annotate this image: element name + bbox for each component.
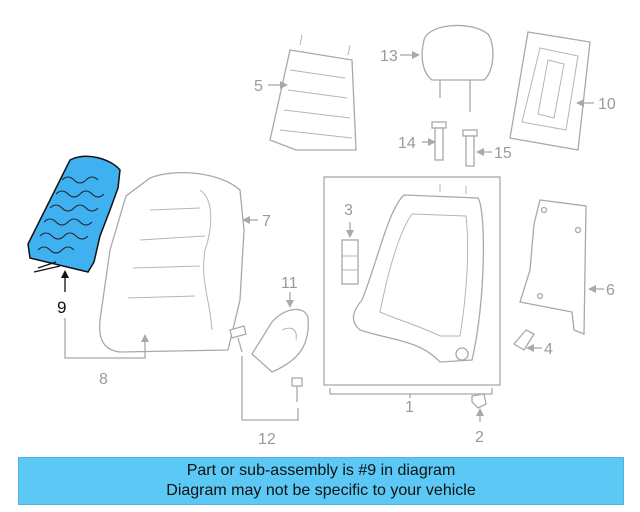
part-11-trim-cover — [251, 308, 309, 373]
callout-3[interactable]: 3 — [344, 202, 353, 219]
callout-14[interactable]: 14 — [398, 135, 416, 152]
part-1-seat-frame — [352, 184, 485, 363]
arrow-9 — [61, 270, 69, 278]
parts-diagram: 9 8 7 5 13 10 14 — [27, 24, 616, 448]
part-8-seat-back-cover — [98, 172, 245, 353]
callout-4[interactable]: 4 — [544, 341, 553, 358]
callout-13[interactable]: 13 — [380, 48, 398, 65]
part-12-bolts — [229, 325, 303, 402]
part-15-guide — [462, 129, 478, 167]
vehicle-notice-banner: Part or sub-assembly is #9 in diagram Di… — [18, 457, 624, 505]
callout-5[interactable]: 5 — [254, 78, 263, 95]
callout-9[interactable]: 9 — [57, 298, 66, 317]
banner-line-2: Diagram may not be specific to your vehi… — [166, 482, 476, 499]
callout-2[interactable]: 2 — [475, 429, 484, 446]
leader-8 — [64, 318, 146, 359]
callout-11[interactable]: 11 — [281, 275, 298, 292]
callout-10[interactable]: 10 — [598, 96, 616, 113]
part-3-hinge — [341, 239, 359, 285]
part-10-back-panel — [509, 31, 591, 151]
part-6-side-plate — [519, 199, 587, 335]
part-5-lumbar-support — [269, 34, 357, 151]
callout-12[interactable]: 12 — [258, 431, 276, 448]
callout-1[interactable]: 1 — [405, 399, 414, 416]
callout-15[interactable]: 15 — [494, 145, 512, 162]
frame-box — [323, 176, 501, 386]
part-2-bolt — [471, 393, 487, 409]
part-13-headrest — [421, 24, 494, 112]
banner-line-1: Part or sub-assembly is #9 in diagram — [186, 462, 456, 479]
part-9-heater-pad[interactable] — [27, 155, 121, 273]
callout-6[interactable]: 6 — [606, 282, 615, 299]
part-14-guide — [431, 121, 447, 161]
heater-wire-pattern — [37, 176, 105, 254]
callout-7[interactable]: 7 — [262, 213, 271, 230]
callout-8[interactable]: 8 — [99, 371, 108, 388]
part-4-clip — [513, 329, 535, 351]
